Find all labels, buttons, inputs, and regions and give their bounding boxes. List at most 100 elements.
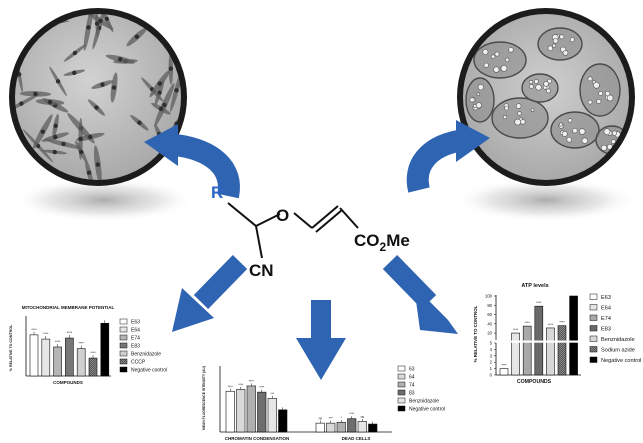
ester-left: CO: [354, 231, 380, 250]
mmp-legend-label: E74: [131, 336, 140, 342]
chromatin-legend-swatch: [397, 381, 406, 388]
chromatin-significance: ns: [361, 415, 365, 419]
atp-bar: [511, 332, 520, 376]
right-dish-shadow: [454, 178, 638, 222]
amastigote: [469, 97, 475, 103]
atp-bars: ************************: [499, 295, 579, 376]
atp-ylabel: % RELATIVE TO CONTROL: [473, 305, 478, 362]
atp-significance: ****: [559, 321, 565, 325]
atp-significance: ****: [513, 328, 519, 332]
mmp-legend-label: Negative control: [131, 368, 167, 374]
atp-legend-label: Negative control: [601, 358, 641, 364]
amastigote: [567, 118, 573, 123]
mmp-bar: [53, 346, 62, 377]
chromatin-legend-swatch: [397, 397, 406, 404]
amastigote: [476, 92, 481, 97]
atp-significance: ****: [525, 321, 531, 325]
atp-legend-swatch: [589, 314, 598, 321]
left-cell-dish: [9, 8, 187, 186]
mmp-legend-swatch: [119, 342, 128, 349]
atp-axis-break: [545, 340, 555, 343]
amastigote: [611, 139, 616, 144]
parasite-nucleus: [61, 141, 66, 147]
mmp-legend-swatch: [119, 334, 128, 341]
atp-legend-label: E64: [601, 306, 611, 312]
parasite-nucleus: [53, 123, 58, 129]
mmp-legend-label: CCCP: [131, 360, 146, 366]
parasite-nucleus: [170, 165, 176, 171]
amastigote: [569, 37, 575, 43]
amastigote: [493, 66, 500, 73]
amastigote: [611, 130, 618, 136]
r-group-label: R: [211, 183, 223, 202]
mmp-xlabel: COMPOUNDS: [53, 380, 83, 385]
mmp-legend-label: E83: [131, 344, 140, 350]
parasite-nucleus: [98, 18, 103, 24]
amastigote: [547, 78, 552, 84]
chromatin-significance: ****: [228, 385, 234, 389]
atp-significance: ****: [548, 323, 554, 327]
chromatin-legend-label: 64: [409, 375, 415, 381]
chromatin-ylabel: MEAN FLUORESCENCE INTENSITY (AU): [202, 366, 206, 430]
mmp-legend-swatch: [119, 358, 128, 365]
arrow-to-chromatin-chart: [296, 300, 346, 380]
amastigote: [482, 48, 489, 55]
parasite-nucleus: [72, 70, 77, 75]
amastigote: [517, 111, 522, 116]
atp-legend-swatch: [589, 335, 598, 342]
arrow-to-mmp-chart: [172, 255, 248, 332]
amastigote: [596, 98, 602, 104]
parasite-nucleus: [55, 79, 61, 84]
mmp-title: MITOCHONDRIAL MEMBRANE POTENTIAL: [22, 305, 115, 310]
parasite-nucleus: [111, 85, 117, 90]
ester-label: CO2Me: [354, 231, 410, 254]
amastigote: [558, 122, 563, 127]
chromatin-bar: [347, 418, 357, 433]
mmp-bar: [65, 337, 74, 377]
atp-axis-break: [569, 340, 579, 343]
atp-tick-label: 1: [490, 366, 493, 371]
amastigote: [502, 115, 508, 120]
amastigote: [490, 54, 496, 59]
chromatin-legend-label: 83: [409, 391, 415, 397]
chromatin-bar: [267, 398, 277, 433]
ester-subscript: 2: [380, 240, 387, 254]
mmp-bars: ************************: [29, 320, 110, 377]
chromatin-legend-label: 63: [409, 367, 415, 373]
parasite-nucleus: [19, 101, 24, 106]
parasite-nucleus: [88, 134, 93, 140]
parasite-nucleus: [157, 81, 162, 86]
amastigote: [593, 81, 600, 89]
amastigote: [603, 128, 611, 136]
atp-legend-label: Sodium azide: [601, 348, 635, 354]
mmp-legend-label: Benznidazole: [131, 352, 161, 358]
amastigote: [504, 105, 509, 111]
parasite-nucleus: [72, 50, 78, 56]
parasite-nucleus: [29, 24, 34, 29]
chromatin-bar: [236, 389, 246, 433]
atp-axis-break: [534, 340, 544, 343]
parasite-nucleus: [30, 20, 35, 26]
atp-legend-swatch: [589, 293, 598, 300]
amastigote: [494, 51, 500, 57]
parasite-nucleus: [86, 25, 91, 30]
parasite-nucleus: [53, 134, 58, 140]
parasite-nucleus: [174, 88, 179, 93]
amastigote: [606, 94, 614, 102]
amastigote: [505, 57, 510, 62]
amastigote: [604, 90, 611, 97]
atp-tick-label: 80: [487, 303, 492, 308]
mmp-significance: ****: [67, 331, 73, 335]
mmp-legend-swatch: [119, 326, 128, 333]
chromatin-bar: [225, 390, 235, 433]
amastigote: [514, 118, 522, 126]
atp-xlabel: COMPOUNDS: [517, 379, 552, 385]
parasite-nucleus: [168, 66, 174, 71]
chromatin-legend-label: Negative control: [409, 407, 445, 413]
mmp-legend-swatch: [119, 318, 128, 325]
chromatin-bar: [357, 421, 367, 433]
chromatin-bar: [246, 385, 256, 433]
chromatin-group2-label: DEAD CELLS: [342, 436, 371, 441]
